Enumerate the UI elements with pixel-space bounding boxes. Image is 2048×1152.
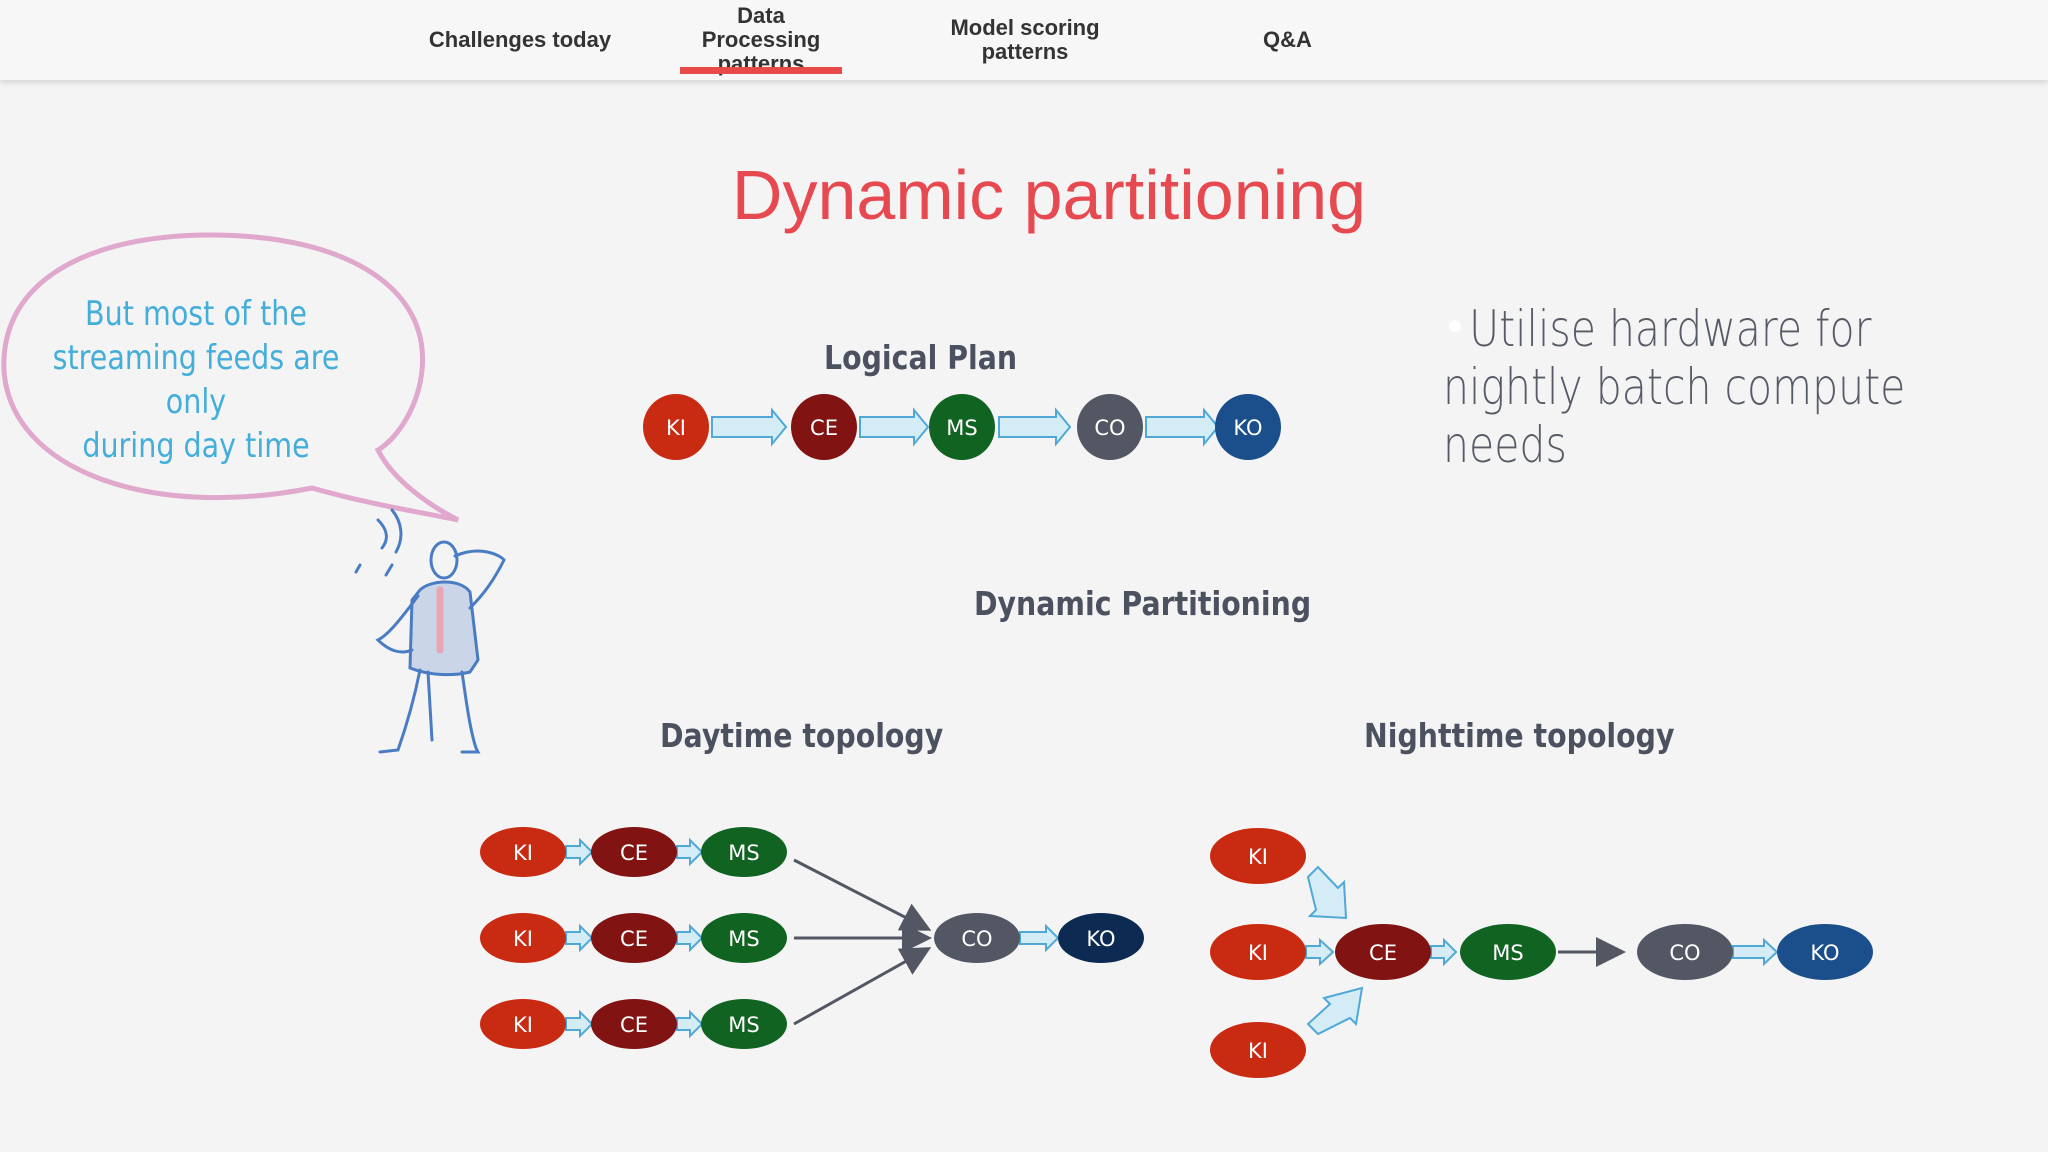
bullet-dot (1449, 320, 1461, 332)
slide-title: Dynamic partitioning (731, 156, 1367, 234)
dynamic-partitioning-heading: Dynamic Partitioning (974, 584, 1312, 623)
daytime-node-ki-2: KI (480, 913, 566, 963)
nighttime-arrows (1305, 865, 1779, 1036)
daytime-node-ms-2: MS (701, 913, 787, 963)
svg-text:KI: KI (1248, 845, 1268, 869)
tab-qa[interactable]: Q&A (1263, 27, 1312, 52)
svg-text:CE: CE (620, 1013, 648, 1037)
daytime-node-ki-1: KI (480, 827, 566, 877)
svg-text:KI: KI (666, 416, 686, 440)
logical-plan-node-ko: KO (1215, 394, 1281, 460)
logical-plan-arrows (711, 407, 1220, 447)
svg-text:KI: KI (513, 1013, 533, 1037)
svg-text:CE: CE (810, 416, 838, 440)
tab-data-processing-patterns[interactable]: Data Processing patterns (680, 0, 842, 80)
svg-text:MS: MS (728, 1013, 759, 1037)
daytime-node-ms-3: MS (701, 999, 787, 1049)
daytime-arrows (565, 837, 1060, 1039)
daytime-node-ms-1: MS (701, 827, 787, 877)
speech-bubble (1, 232, 460, 523)
svg-text:KI: KI (513, 927, 533, 951)
svg-text:KO: KO (1233, 416, 1262, 440)
daytime-node-ko: KO (1058, 913, 1144, 963)
svg-text:KO: KO (1086, 927, 1115, 951)
daytime-node-ce-3: CE (591, 999, 677, 1049)
svg-text:CE: CE (620, 841, 648, 865)
daytime-node-co: CO (934, 913, 1020, 963)
svg-text:MS: MS (728, 841, 759, 865)
nighttime-node-ki-1: KI (1210, 828, 1306, 884)
daytime-node-ce-2: CE (591, 913, 677, 963)
thinking-person-illustration (354, 508, 506, 754)
logical-plan-node-ms: MS (929, 394, 995, 460)
nighttime-node-co: CO (1637, 924, 1733, 980)
svg-text:MS: MS (728, 927, 759, 951)
daytime-topology-heading: Daytime topology (660, 716, 944, 755)
nighttime-node-ki-3: KI (1210, 1022, 1306, 1078)
tab-model-scoring-patterns[interactable]: Model scoring patterns (950, 15, 1100, 64)
svg-text:CO: CO (1669, 941, 1700, 965)
svg-text:CE: CE (1369, 941, 1397, 965)
svg-text:KI: KI (1248, 1039, 1268, 1063)
tab-challenges-today[interactable]: Challenges today (428, 27, 612, 52)
daytime-node-ce-1: CE (591, 827, 677, 877)
nighttime-node-ki-2: KI (1210, 924, 1306, 980)
svg-text:KO: KO (1810, 941, 1839, 965)
nighttime-topology-heading: Nighttime topology (1364, 716, 1675, 755)
speech-bubble-text: But most of the streaming feeds are only… (52, 294, 340, 466)
logical-plan-node-ki: KI (643, 394, 709, 460)
svg-text:MS: MS (946, 416, 977, 440)
logical-plan-node-ce: CE (791, 394, 857, 460)
top-navigation: Challenges today Data Processing pattern… (0, 0, 2048, 80)
svg-text:KI: KI (1248, 941, 1268, 965)
svg-text:CE: CE (620, 927, 648, 951)
logical-plan-node-co: CO (1077, 394, 1143, 460)
daytime-node-ki-3: KI (480, 999, 566, 1049)
nighttime-node-ko: KO (1777, 924, 1873, 980)
svg-text:CO: CO (1094, 416, 1125, 440)
svg-text:KI: KI (513, 841, 533, 865)
svg-text:CO: CO (961, 927, 992, 951)
nighttime-node-ms: MS (1460, 924, 1556, 980)
logical-plan-heading: Logical Plan (824, 338, 1018, 377)
bullet-point-text: Utilise hardware for nightly batch compu… (1443, 300, 1906, 474)
svg-text:MS: MS (1492, 941, 1523, 965)
nighttime-node-ce: CE (1335, 924, 1431, 980)
